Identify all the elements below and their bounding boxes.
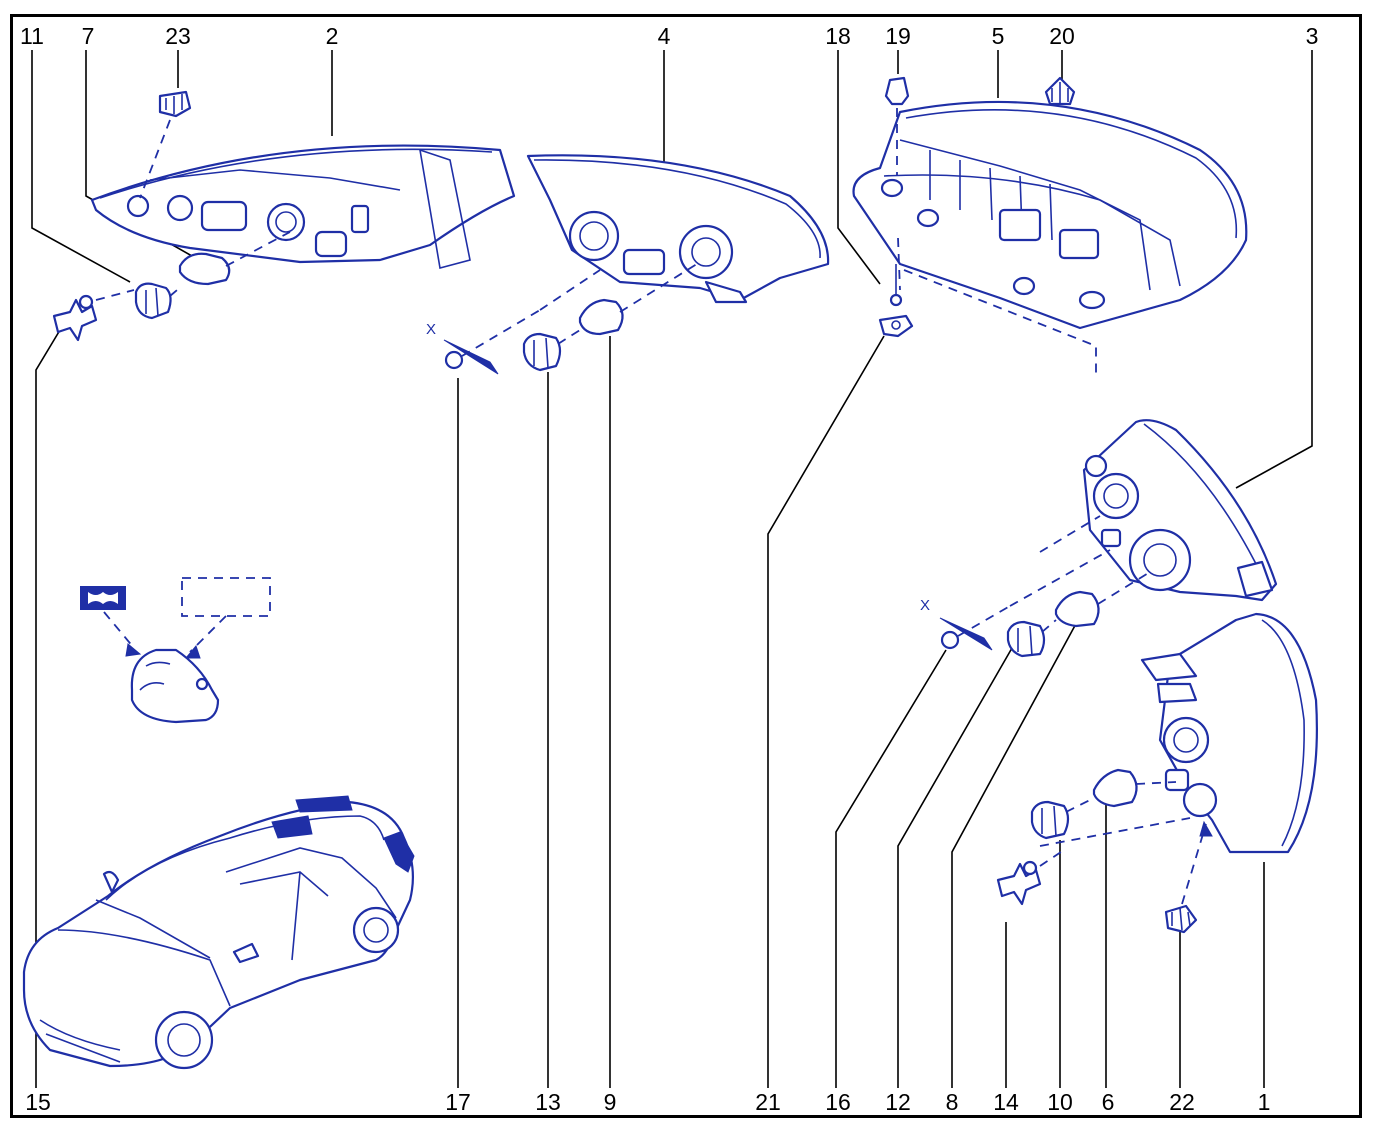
callout-22: 22 [1169,1089,1195,1115]
clip-19 [884,76,910,176]
callout-14: 14 [993,1089,1019,1115]
callout-15: 15 [25,1089,51,1115]
bulb-8 [1054,571,1151,628]
third-brake-light [852,100,1248,374]
callout-17: 17 [445,1089,471,1115]
callout-5: 5 [992,23,1005,49]
bulb-9 [578,261,701,336]
leader-15 [35,329,61,1088]
callout-18: 18 [825,23,851,49]
holder-10 [1030,797,1191,847]
holder-12 [1006,619,1057,658]
callout-numbers: 11 7 23 2 4 18 19 5 20 3 15 17 13 9 21 1… [20,23,1318,1115]
screw-18 [889,264,903,307]
car-location-sketch [22,795,415,1070]
diagram-frame [10,14,1362,1118]
callout-10: 10 [1047,1089,1073,1115]
callout-23: 23 [165,23,191,49]
bulb-7 [178,231,291,286]
clip-14 [996,849,1065,906]
leader-3 [1235,50,1313,489]
rear-lamp-center [526,154,830,304]
leader-18 [837,50,881,285]
callout-20: 20 [1049,23,1075,49]
callout-4: 4 [658,23,671,49]
nut-21 [878,314,914,338]
holder-11 [134,282,183,320]
leader-11 [31,50,131,283]
callout-11: 11 [20,23,44,49]
callout-8: 8 [946,1089,959,1115]
nut-17: X [426,269,601,375]
bulb-detail [80,577,271,724]
x-mark-left: X [426,321,436,338]
nut-16: X [920,515,1111,651]
leader-16 [835,649,947,1088]
leader-lines [31,50,1313,1088]
clip-20 [1044,76,1076,106]
leader-12 [897,647,1013,1088]
rear-lamp-right-lower [1140,612,1318,854]
callout-2: 2 [326,23,339,49]
clip-22 [1164,820,1213,934]
leader-8 [951,619,1079,1088]
bulb-6 [1092,768,1177,808]
callout-19: 19 [885,23,911,49]
callout-1: 1 [1258,1089,1271,1115]
callout-21: 21 [755,1089,781,1115]
holder-13 [522,329,581,372]
callout-6: 6 [1102,1089,1115,1115]
callout-9: 9 [604,1089,617,1115]
callout-16: 16 [825,1089,851,1115]
rear-lamp-right-upper [1082,419,1278,602]
callout-13: 13 [535,1089,561,1115]
leader-21 [767,335,885,1088]
x-mark-right: X [920,597,930,614]
callout-12: 12 [885,1089,911,1115]
rear-lamp-left [90,144,516,269]
callout-3: 3 [1306,23,1319,49]
clip-15 [52,289,135,342]
callout-7: 7 [82,23,95,49]
clip-23 [139,90,192,199]
